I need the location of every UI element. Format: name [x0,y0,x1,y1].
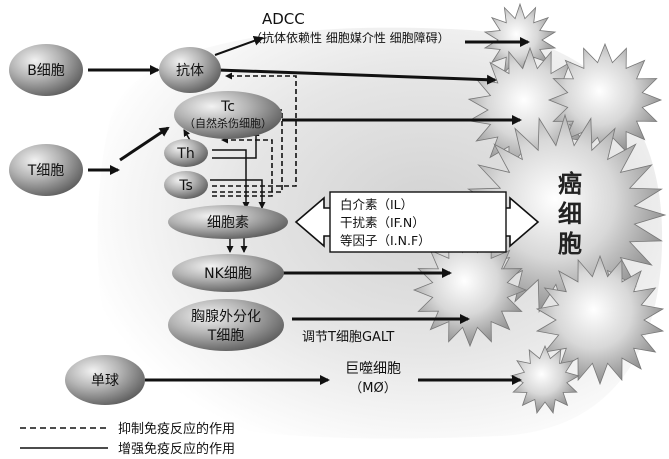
cancer-label-char-2: 细 [558,200,582,228]
thymus-label-line2: T细胞 [207,328,245,344]
tc-label: Tc [220,99,235,115]
cytokine-node [168,205,288,239]
antibody-node [159,47,221,93]
cancer-cell-burst-7 [510,344,580,415]
dashed-ts-to-th [212,136,273,197]
cancer-label-char-1: 癌 [558,170,582,198]
dashed-ts-to-antibody [212,72,297,187]
arrow-antibody-to-adcc [214,36,264,56]
monocyte-label: 单球 [91,373,119,389]
ts-label: Ts [178,178,193,194]
th-node [164,139,208,167]
th-label: Th [176,146,194,162]
t-cell-label: T细胞 [27,163,65,179]
connector-th-cytokine [212,149,250,209]
arrow-antibody-to-cancer [217,68,497,85]
monocyte-node [65,355,145,405]
legend-solid-label: 增强免疫反应的作用 [118,441,235,457]
thymus-t-cell-node [168,299,284,351]
b-cell-node [9,44,83,96]
legend-dashed-label: 抑制免疫反应的作用 [118,421,235,437]
b-cell-label: B细胞 [27,63,65,79]
factor-interleukin: 白介素（IL） [340,197,413,212]
adcc-label: ADCC [262,10,305,28]
macrophage-sublabel: （MØ） [349,381,396,396]
solid-arrows [88,36,530,385]
tc-node [174,91,282,139]
nk-cell-node [172,254,284,292]
factor-other: 等因子（I.N.F） [340,233,431,248]
adcc-sublabel: （抗体依赖性 细胞媒介性 细胞障碍） [250,30,450,45]
nk-cell-label: NK细胞 [204,266,252,282]
arrow-t-to-tc [119,126,170,162]
cytokine-label: 细胞素 [207,215,249,231]
antibody-label: 抗体 [176,63,204,79]
t-cell-node [9,144,83,196]
factor-interferon: 干扰素（IF.N） [340,215,425,230]
ts-node [164,171,208,199]
factors-box [329,191,507,253]
macrophage-label: 巨噬细胞 [345,361,401,377]
galt-label: 调节T细胞GALT [302,330,394,345]
thymus-label-line1: 胸腺外分化 [191,309,261,325]
cancer-label-char-3: 胞 [558,230,582,258]
tc-sublabel: （自然杀伤细胞） [184,116,272,130]
cancer-cell-burst-6 [535,254,665,386]
connector-ts-cytokine [210,179,266,209]
